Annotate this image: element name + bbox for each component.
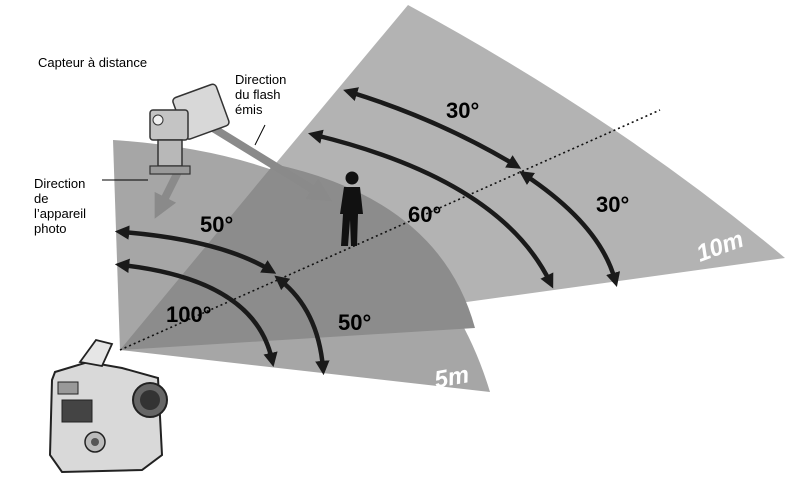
angle-near-lower: 50°: [338, 310, 371, 335]
person-icon: [340, 171, 363, 246]
angle-near-total: 100°: [166, 302, 212, 327]
arrow-near-total: [114, 258, 278, 368]
arrow-near-lower: [274, 275, 330, 376]
flash-beam-arrow: [197, 116, 333, 202]
camera-direction-arrow: [154, 170, 182, 219]
flash-direction-leader: [254, 124, 266, 146]
angle-far-lower: 30°: [596, 192, 629, 217]
remote-sensor-label: Capteur à distance: [38, 55, 147, 70]
camera-direction-label: Direction de l’appareil photo: [34, 176, 90, 236]
flash-direction-label: Direction du flash émis: [235, 72, 290, 117]
camera-icon: [48, 338, 168, 474]
arrow-far-lower: [519, 171, 621, 287]
flash-unit-icon: [149, 83, 230, 175]
angle-far-upper: 30°: [446, 98, 479, 123]
distance-near: 5m: [432, 361, 471, 394]
angle-near-upper: 50°: [200, 212, 233, 237]
angle-far-total: 60°: [408, 202, 441, 227]
